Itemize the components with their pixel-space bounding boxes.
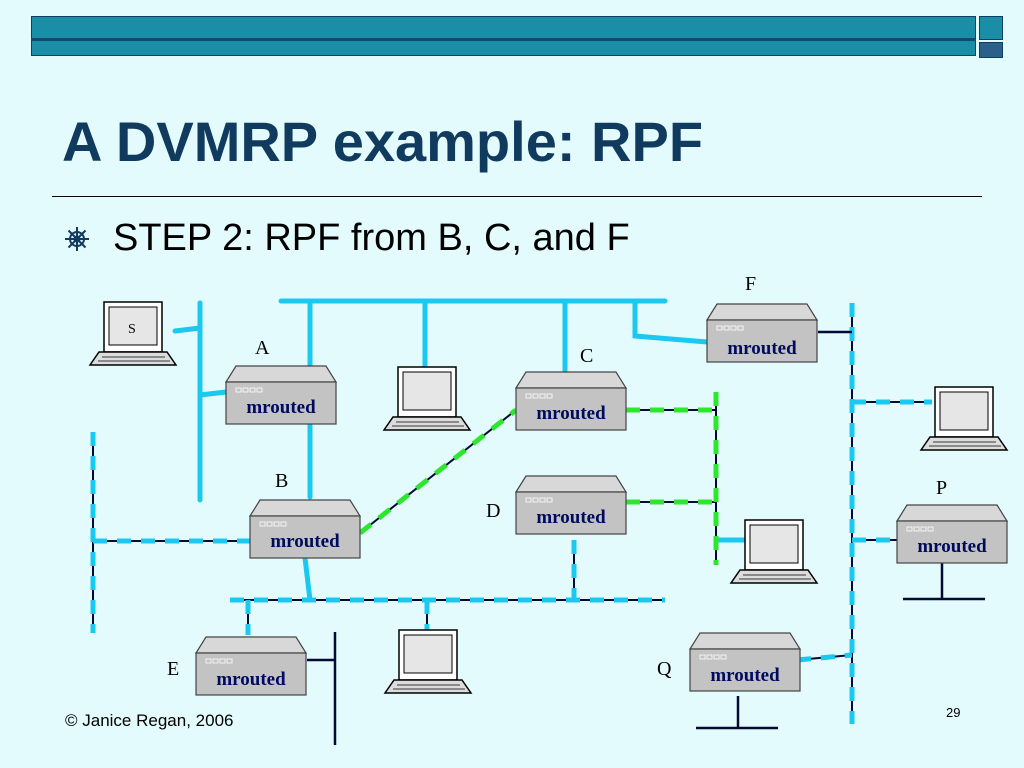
router-q: mrouted: [689, 632, 801, 692]
router-a: mrouted: [225, 365, 337, 425]
source-to-lan: [172, 325, 203, 334]
lan-to-f: [632, 298, 710, 345]
router-d-label: D: [486, 500, 500, 522]
router-p: mrouted: [896, 504, 1008, 564]
router-b-text: mrouted: [270, 531, 340, 552]
banner-bar: [31, 16, 976, 56]
host-computer-2: [730, 519, 818, 584]
router-b-label: B: [275, 470, 288, 492]
banner-stripe: [31, 38, 976, 41]
host-computer-3: [920, 386, 1008, 451]
router-f-text: mrouted: [727, 338, 797, 359]
title-divider: [52, 196, 982, 197]
active-links: [172, 298, 750, 603]
router-p-label: P: [936, 477, 947, 499]
router-e-text: mrouted: [216, 669, 286, 690]
top-banner: [31, 16, 1003, 58]
bullet-text: STEP 2: RPF from B, C, and F: [113, 217, 630, 259]
source-host: S: [89, 301, 177, 366]
router-b: mrouted: [249, 499, 361, 559]
host-computer-4: [384, 629, 472, 694]
page-number: 29: [946, 705, 961, 720]
router-c-text: mrouted: [536, 403, 606, 424]
rpf-links: [358, 392, 719, 565]
source-label: S: [128, 322, 136, 337]
router-a-label: A: [255, 337, 270, 359]
router-f: mrouted: [706, 303, 818, 363]
router-q-text: mrouted: [710, 665, 780, 686]
router-d: mrouted: [515, 475, 627, 535]
banner-square-bottom: [979, 42, 1003, 58]
router-p-text: mrouted: [917, 536, 987, 557]
router-d-text: mrouted: [536, 507, 606, 528]
router-e: mrouted: [195, 636, 307, 696]
b-to-lower-lan: [302, 555, 313, 603]
router-c-label: C: [580, 345, 593, 367]
slide-title: A DVMRP example: RPF: [62, 110, 704, 173]
router-c: mrouted: [515, 371, 627, 431]
dark-links: [307, 330, 985, 745]
router-f-label: F: [745, 273, 756, 295]
banner-square-top: [979, 16, 1003, 40]
router-q-label: Q: [657, 658, 672, 680]
dashed-links: [90, 303, 932, 724]
host-computer-1: [383, 366, 471, 431]
router-e-label: E: [167, 658, 179, 680]
copyright-footer: © Janice Regan, 2006: [65, 711, 234, 730]
ship-wheel-bullet-icon: [65, 227, 89, 251]
router-a-text: mrouted: [246, 397, 316, 418]
lan-to-router-a: [197, 389, 229, 398]
